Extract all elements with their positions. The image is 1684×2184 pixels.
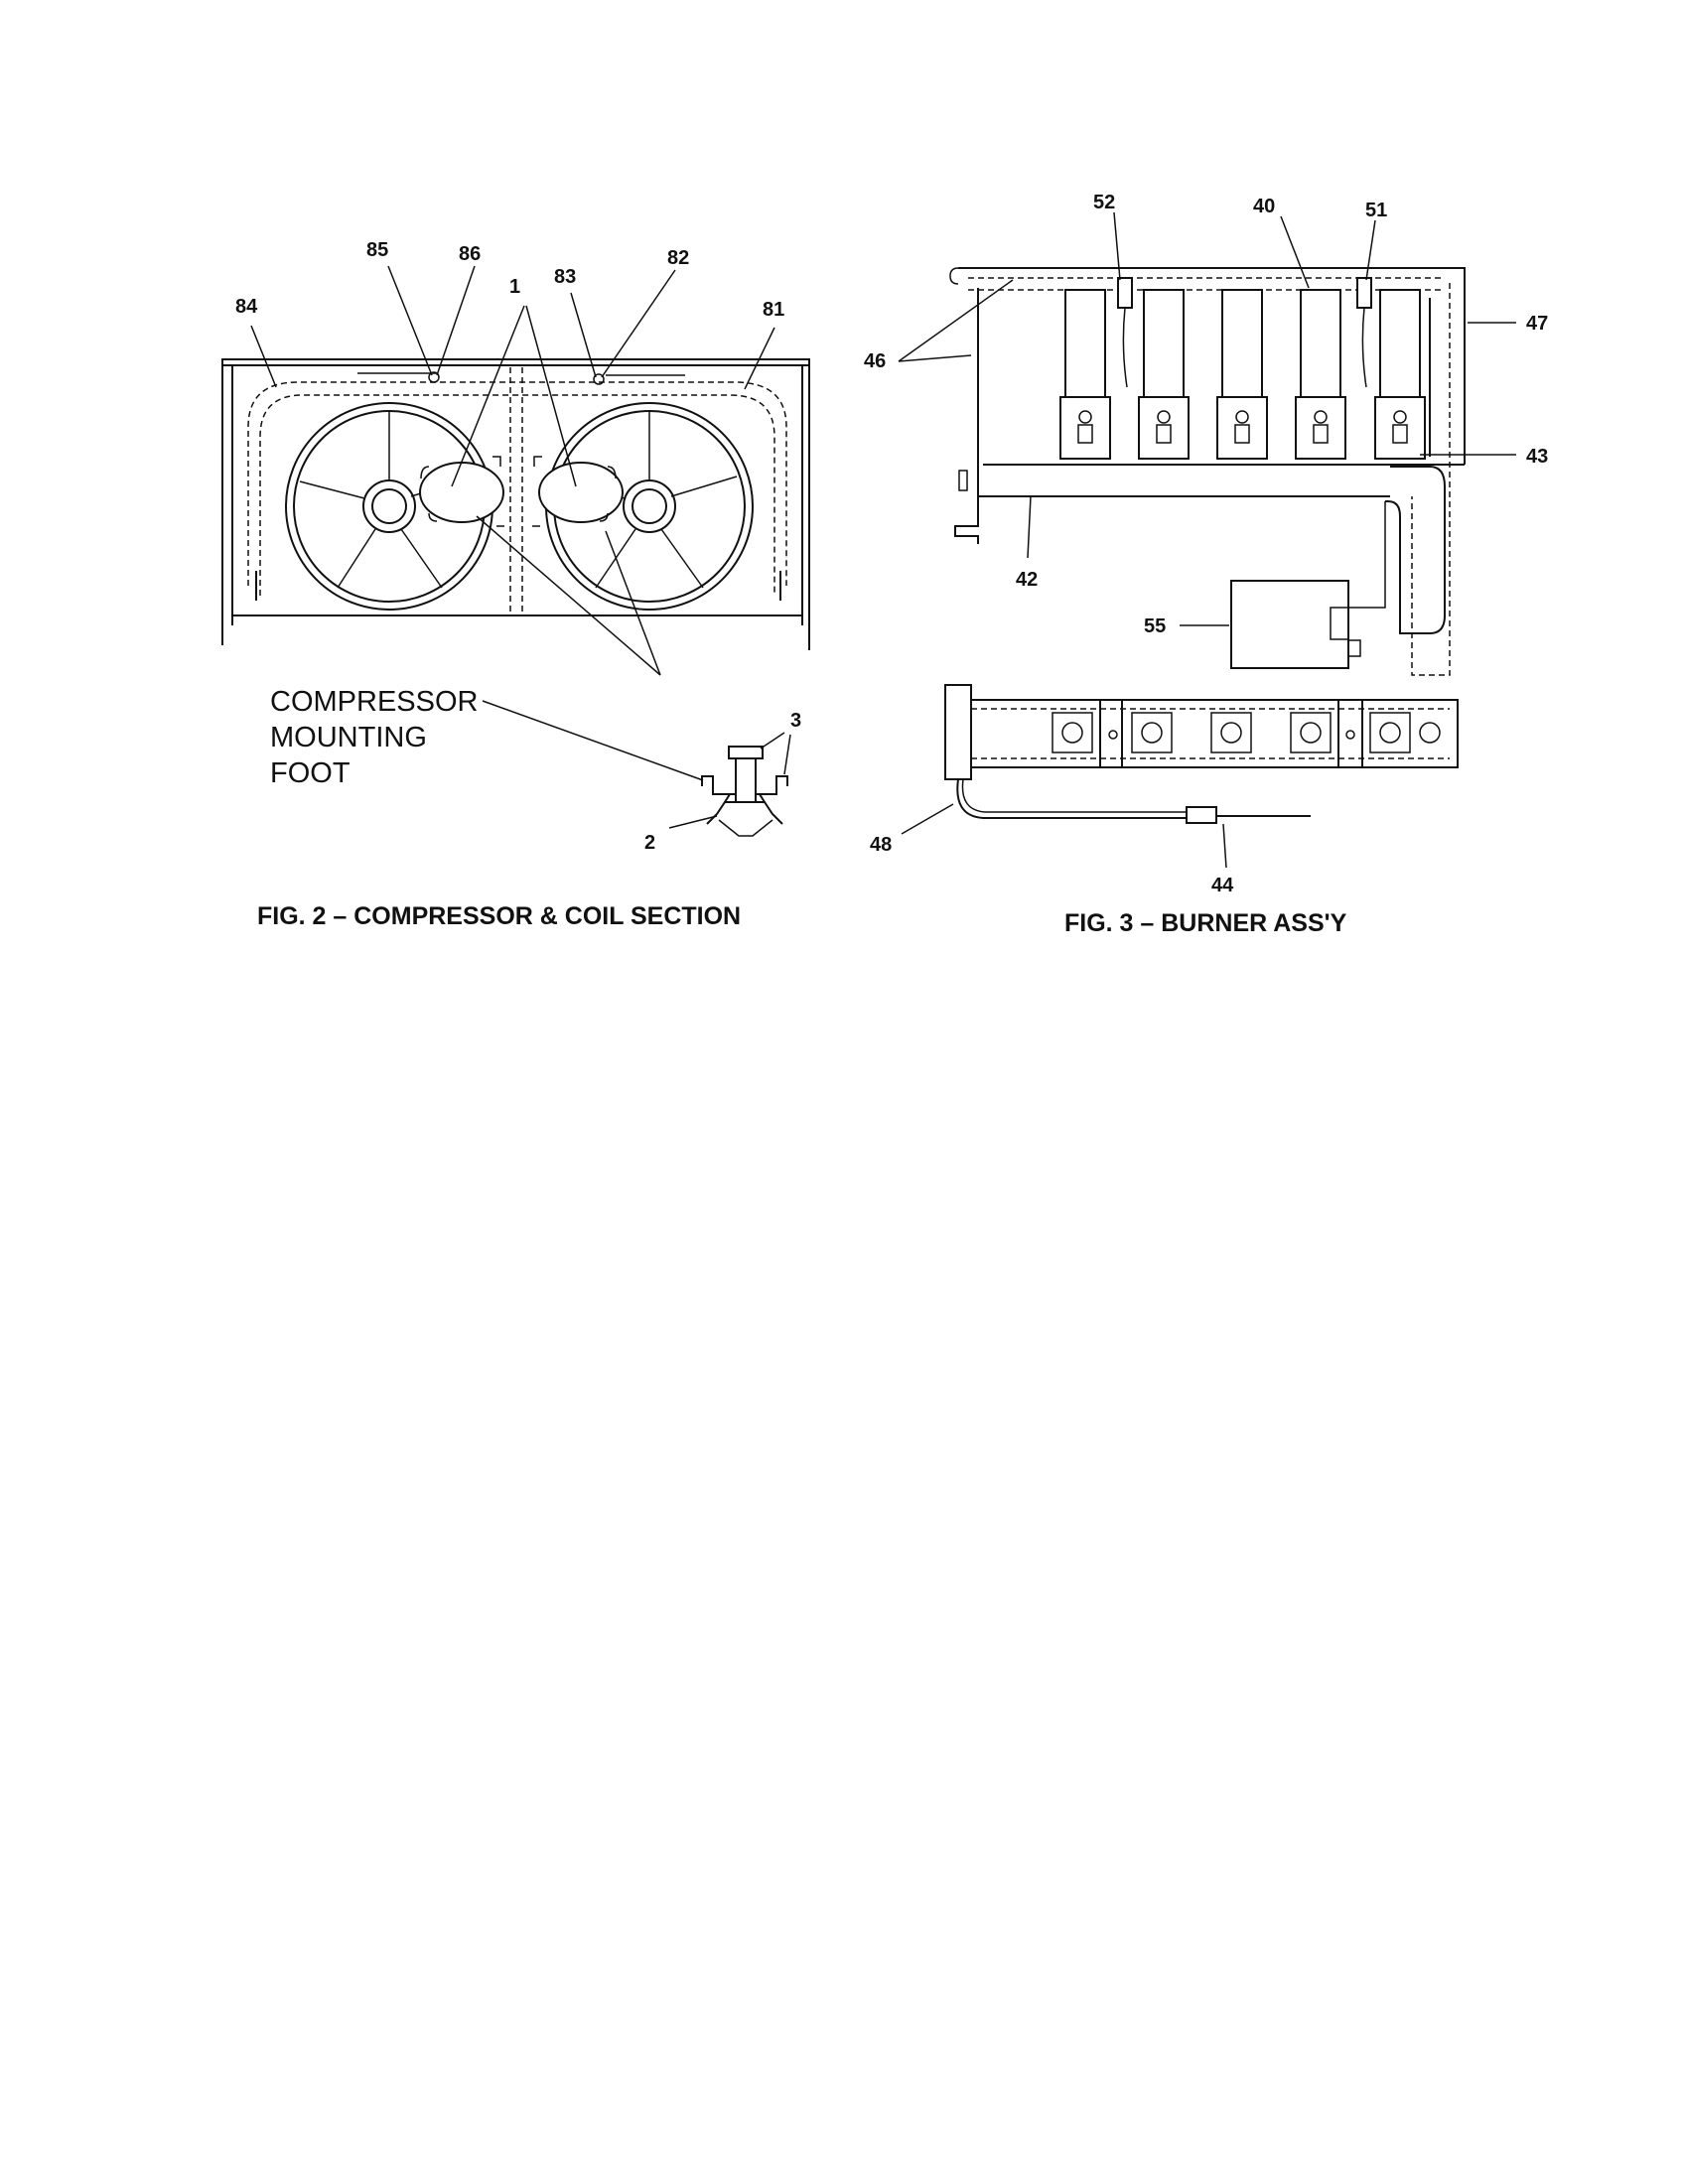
mounting-foot-label-line2: MOUNTING	[270, 722, 427, 753]
mounting-foot-label-line3: FOOT	[270, 757, 351, 789]
callout-44: 44	[1211, 875, 1234, 896]
fig3-burner-assembly-drawing	[944, 267, 1466, 824]
callout-84: 84	[235, 296, 258, 318]
callout-48: 48	[870, 834, 892, 856]
fig2-leader-lines	[250, 265, 775, 676]
callout-2: 2	[644, 832, 655, 854]
callout-86: 86	[459, 243, 481, 265]
fig2-compressor-coil-drawing	[221, 358, 810, 650]
burner-tubes	[1059, 289, 1426, 460]
callout-46: 46	[864, 350, 886, 372]
callout-40: 40	[1253, 196, 1275, 217]
fig2-caption: FIG. 2 – COMPRESSOR & COIL SECTION	[257, 902, 741, 930]
callout-1: 1	[509, 276, 520, 298]
mounting-foot-label-line1: COMPRESSOR	[270, 686, 478, 718]
callout-52: 52	[1093, 192, 1115, 213]
burner-ports	[1052, 712, 1441, 753]
callout-55: 55	[1144, 615, 1166, 637]
callout-85: 85	[366, 239, 388, 261]
callout-82: 82	[667, 247, 689, 269]
callout-51: 51	[1365, 200, 1387, 221]
compressor-mounting-foot-detail	[482, 700, 791, 837]
callout-42: 42	[1016, 569, 1038, 591]
fig3-leader-lines	[898, 211, 1516, 869]
callout-81: 81	[763, 299, 784, 321]
callout-3: 3	[790, 710, 801, 732]
callout-83: 83	[554, 266, 576, 288]
callout-47: 47	[1526, 313, 1548, 335]
fig3-caption: FIG. 3 – BURNER ASS'Y	[1064, 909, 1347, 937]
callout-43: 43	[1526, 446, 1548, 468]
